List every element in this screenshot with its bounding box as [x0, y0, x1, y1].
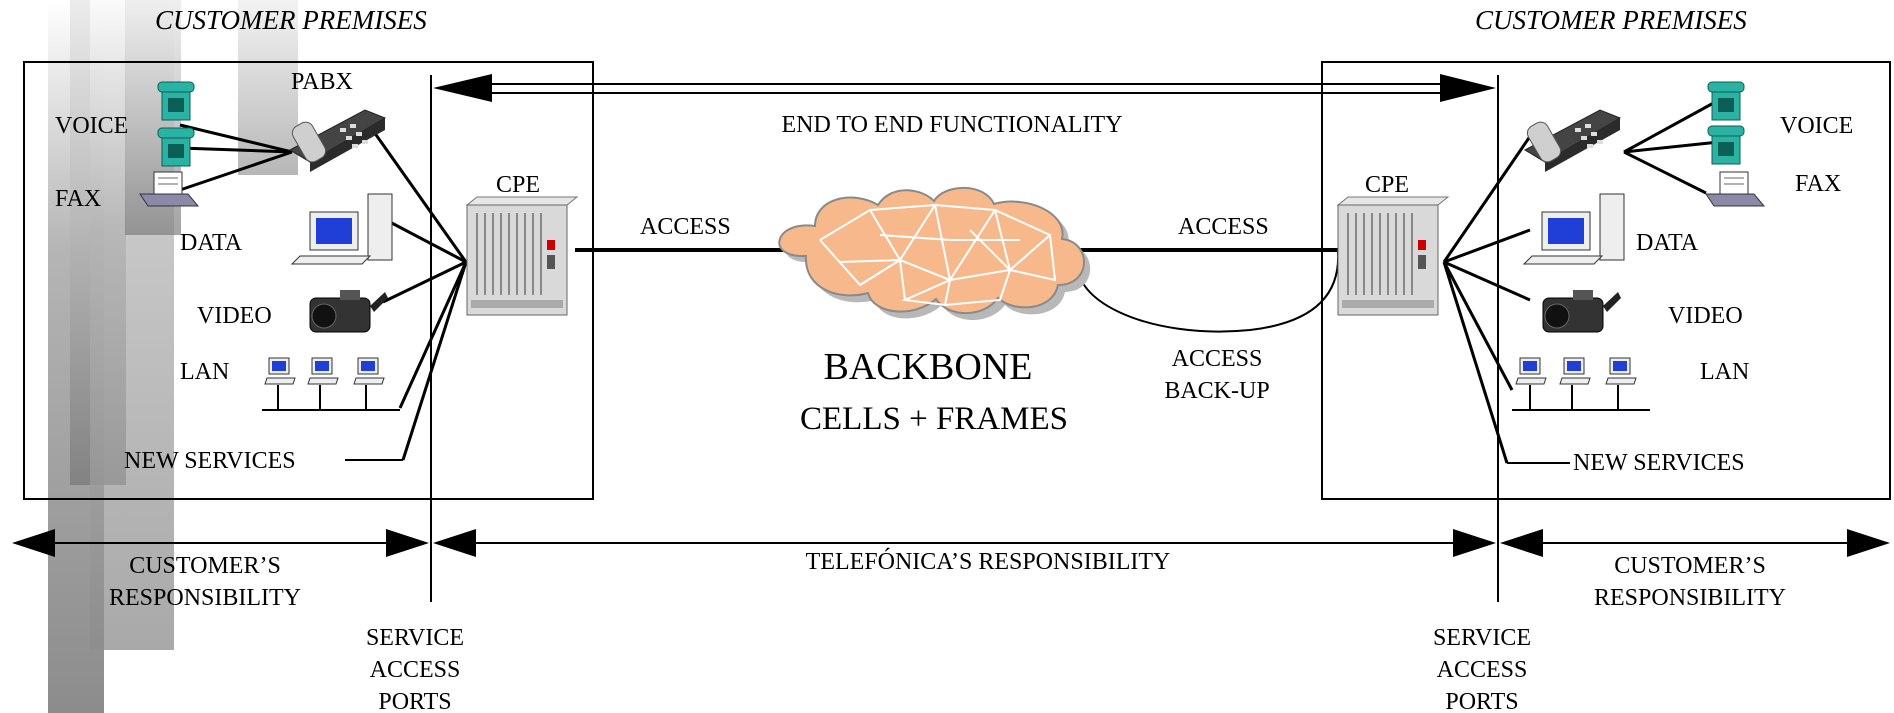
- right-premises-title: CUSTOMER PREMISES: [1475, 5, 1747, 35]
- left-fax-label: FAX: [55, 186, 102, 212]
- right-fax-icon: [1705, 171, 1766, 207]
- end-to-end-arrow: [433, 74, 1496, 102]
- right-lan-bus: [1512, 385, 1650, 411]
- left-sap-line1: SERVICE: [365, 625, 465, 651]
- right-fax-label: FAX: [1795, 171, 1842, 197]
- right-connection-lines: [1442, 98, 1720, 464]
- right-sap-line2: ACCESS: [1436, 657, 1528, 683]
- left-connection-lines: [179, 123, 468, 461]
- right-access-label: ACCESS: [1178, 214, 1269, 240]
- left-responsibility-line1: CUSTOMER’S: [129, 553, 281, 579]
- left-lan-label: LAN: [180, 359, 230, 385]
- right-pabx-phone-icon: [1523, 109, 1622, 172]
- left-fax-icon: [139, 171, 200, 207]
- left-access-label: ACCESS: [640, 214, 731, 240]
- left-cpe-label: CPE: [496, 172, 541, 198]
- left-voice-label: VOICE: [55, 113, 129, 139]
- right-cpe-rack: [1336, 196, 1450, 316]
- right-new-services-label: NEW SERVICES: [1573, 450, 1745, 476]
- left-pabx-phone-icon: [288, 109, 387, 172]
- right-responsibility-line1: CUSTOMER’S: [1614, 553, 1766, 579]
- left-lan-terminal-icons: [264, 357, 385, 385]
- right-video-camera-icon: [1542, 290, 1621, 333]
- right-premises-box: [1321, 61, 1891, 500]
- left-premises-title: CUSTOMER PREMISES: [155, 5, 427, 35]
- cells-frames-label: CELLS + FRAMES: [800, 401, 1068, 437]
- left-lan-bus: [262, 385, 400, 411]
- right-voice-phone-icon-1: [1707, 81, 1745, 121]
- backbone-label: BACKBONE: [823, 346, 1033, 388]
- right-voice-phone-icon-2: [1707, 125, 1745, 165]
- access-backup-line1: ACCESS: [1171, 346, 1263, 372]
- right-sap-line1: SERVICE: [1432, 625, 1532, 651]
- left-voice-phone-icon-1: [157, 81, 195, 121]
- right-sap-line3: PORTS: [1445, 689, 1519, 713]
- left-premises-box: [23, 61, 594, 500]
- responsibility-arrows: [12, 529, 1890, 557]
- left-video-camera-icon: [309, 290, 388, 333]
- access-backup-curve: [1076, 249, 1340, 333]
- left-new-services-label: NEW SERVICES: [124, 448, 296, 474]
- left-data-computer-icon: [290, 193, 393, 265]
- left-responsibility-line2: RESPONSIBILITY: [108, 585, 302, 611]
- access-backup-line2: BACK-UP: [1164, 378, 1270, 404]
- right-data-label: DATA: [1636, 230, 1699, 256]
- telefonica-responsibility-label: TELEFÓNICA’S RESPONSIBILITY: [805, 549, 1171, 575]
- end-to-end-label: END TO END FUNCTIONALITY: [781, 112, 1123, 138]
- backbone-cloud: [778, 186, 1091, 320]
- right-lan-label: LAN: [1700, 359, 1750, 385]
- right-lan-terminal-icons: [1515, 357, 1637, 385]
- right-data-computer-icon: [1522, 193, 1625, 265]
- right-responsibility-line2: RESPONSIBILITY: [1593, 585, 1787, 611]
- right-video-label: VIDEO: [1668, 303, 1743, 329]
- left-video-label: VIDEO: [197, 303, 272, 329]
- left-voice-phone-icon-2: [157, 127, 195, 167]
- left-sap-line3: PORTS: [378, 689, 452, 713]
- left-data-label: DATA: [180, 230, 243, 256]
- left-sap-line2: ACCESS: [369, 657, 461, 683]
- left-cpe-rack: [465, 196, 579, 316]
- right-cpe-label: CPE: [1365, 172, 1410, 198]
- right-voice-label: VOICE: [1780, 113, 1854, 139]
- left-pabx-label: PABX: [291, 69, 353, 95]
